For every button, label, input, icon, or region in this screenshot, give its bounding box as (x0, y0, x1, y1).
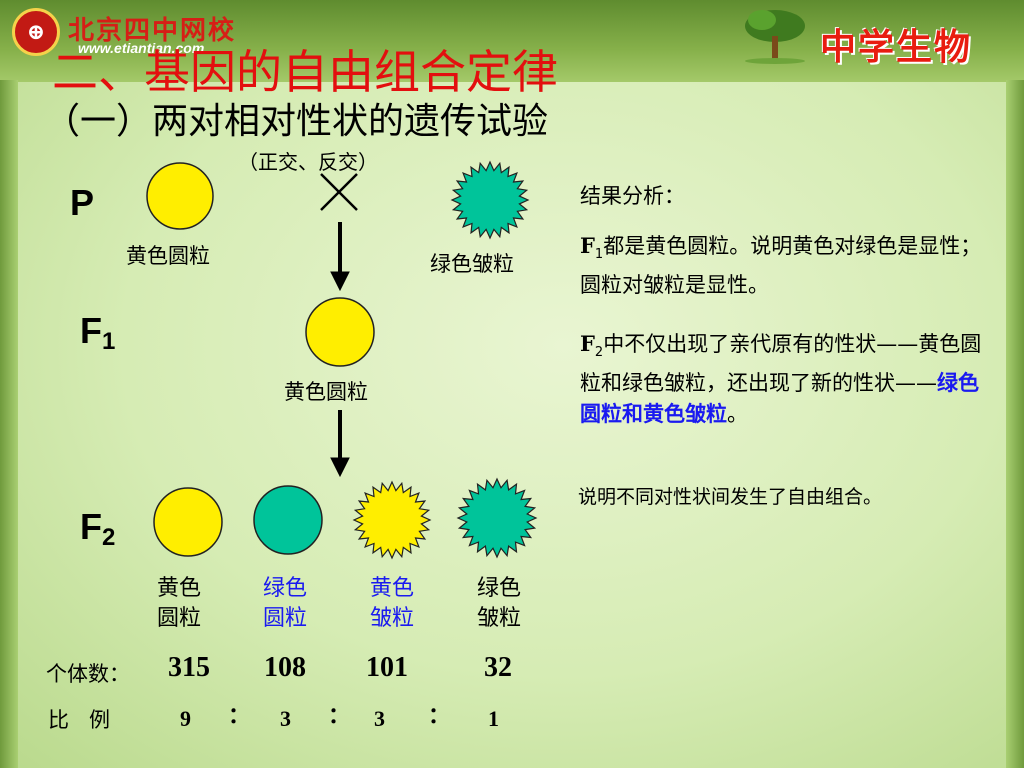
analysis-highlight: 绿色圆粒和黄色皱粒 (580, 371, 979, 427)
brand-logo: 中学生物 (820, 27, 973, 68)
ratio-separator: ： (428, 703, 451, 728)
tree-icon (745, 10, 805, 64)
f2-yellow-wrinkled-seed (352, 480, 432, 560)
site-url: www.etiantian.com (78, 40, 205, 56)
f2-green-round-seed (253, 485, 323, 555)
p-left-label: 黄色圆粒 (126, 244, 210, 268)
f2-label-green-wrinkled: 绿色皱粒 (476, 576, 521, 631)
count-value: 101 (366, 652, 408, 683)
ratio-label: 比 例 (48, 708, 111, 732)
count-value: 315 (168, 652, 210, 683)
f1-yellow-round-seed (305, 297, 375, 367)
counts-label: 个体数： (46, 662, 130, 686)
ratio-value: 9 (180, 706, 191, 731)
generation-f2-label: F2 (80, 506, 116, 551)
ratio-value: 1 (488, 706, 499, 731)
analysis-heading: 结果分析： (580, 184, 685, 208)
cross-mark-icon (320, 173, 358, 211)
arrow-p-to-f1 (330, 222, 350, 292)
p-green-wrinkled-seed (450, 160, 530, 240)
school-logo-icon: ⊕ (12, 8, 60, 56)
cross-note: （正交、反交） (238, 150, 378, 174)
generation-f1-label: F1 (80, 310, 116, 355)
p-yellow-round-seed (146, 162, 214, 230)
header-banner (0, 0, 1024, 82)
ratio-value: 3 (374, 706, 385, 731)
p-right-label: 绿色皱粒 (430, 252, 514, 276)
generation-p-label: P (70, 182, 95, 223)
f2-green-wrinkled-seed (456, 477, 538, 559)
ratio-value: 3 (280, 706, 291, 731)
f2-yellow-round-seed (153, 487, 223, 557)
analysis-conclusion: 说明不同对性状间发生了自由组合。 (578, 486, 883, 508)
f2-label-yellow-round: 黄色圆粒 (156, 576, 201, 631)
section-subtitle: （一）两对相对性状的遗传试验 (44, 101, 549, 142)
left-border (0, 80, 18, 768)
f2-label-yellow-wrinkled: 黄色皱粒 (369, 576, 414, 631)
arrow-f1-to-f2 (330, 410, 350, 478)
count-value: 32 (484, 652, 512, 683)
analysis-paragraph-f1: F1都是黄色圆粒。说明黄色对绿色是显性；圆粒对皱粒是显性。 (580, 233, 982, 298)
count-value: 108 (264, 652, 306, 683)
school-name: 北京四中网校 (68, 16, 237, 46)
f1-label: 黄色圆粒 (284, 380, 368, 404)
ratio-separator: ： (228, 703, 251, 728)
analysis-paragraph-f2: F2中不仅出现了亲代原有的性状——黄色圆粒和绿色皱粒，还出现了新的性状——绿色圆… (580, 331, 982, 427)
f2-label-green-round: 绿色圆粒 (262, 576, 307, 631)
right-border (1006, 80, 1024, 768)
page-title: 二、基因的自由组合定律 (52, 45, 558, 99)
ratio-separator: ： (328, 703, 351, 728)
